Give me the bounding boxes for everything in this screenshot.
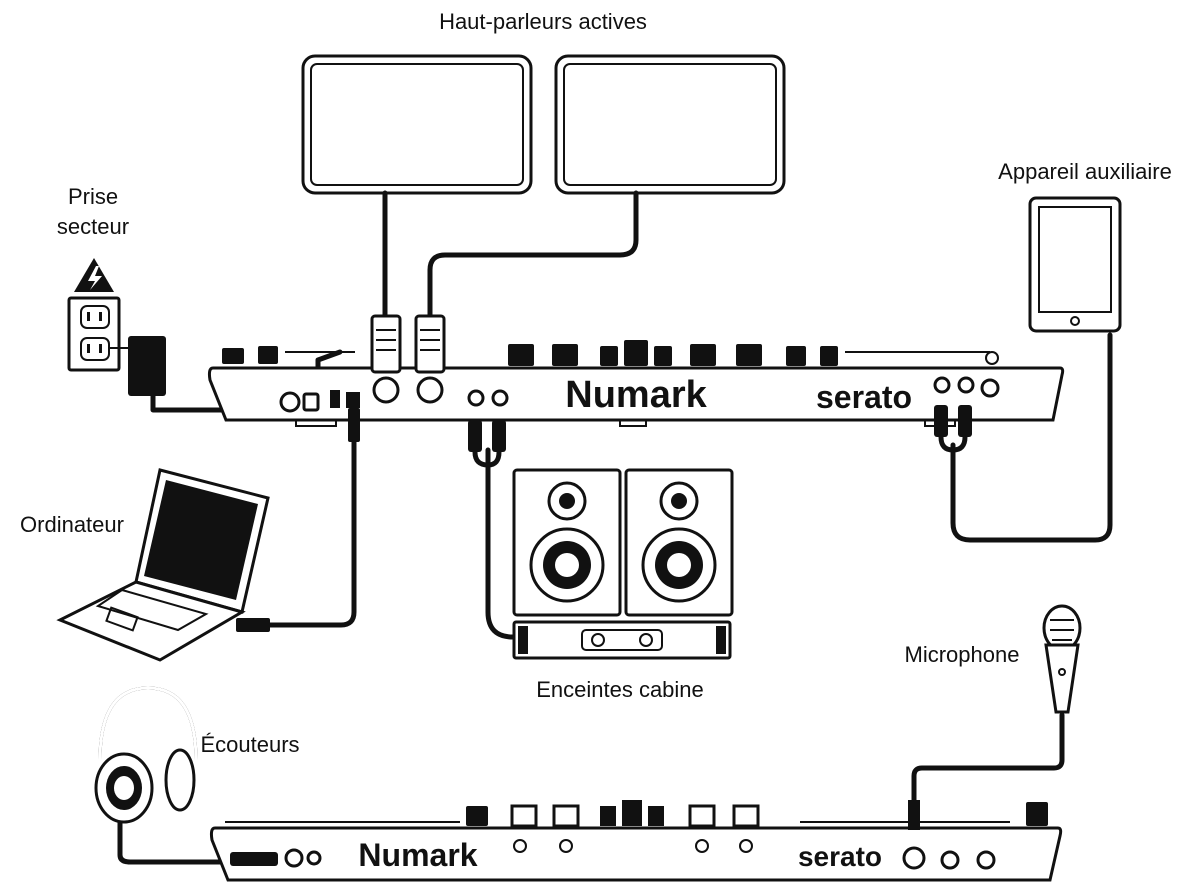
power-adapter-icon — [128, 336, 166, 396]
powered-speaker-right — [554, 54, 786, 195]
headphones-icon — [94, 686, 198, 824]
tablet-icon — [1028, 196, 1122, 333]
label-computer: Ordinateur — [20, 512, 124, 537]
brand-serato-top: serato — [816, 379, 912, 415]
label-power-outlet-1: Prise — [68, 184, 118, 209]
controller-top-controls — [222, 340, 999, 366]
label-microphone: Microphone — [905, 642, 1020, 667]
label-power-outlet-2: secteur — [57, 214, 129, 239]
power-outlet-icon — [67, 296, 128, 372]
power-port — [279, 391, 301, 413]
controller-front: Numark serato — [209, 800, 1063, 882]
rca-plug-aux-icon — [933, 376, 975, 453]
speaker-icon — [512, 468, 734, 617]
rca-plug-icon — [467, 389, 509, 468]
label-booth-monitors: Enceintes cabine — [536, 677, 704, 702]
cable-headphones — [117, 797, 238, 865]
label-headphones: Écouteurs — [200, 732, 299, 757]
label-aux-device: Appareil auxiliaire — [998, 159, 1172, 184]
brand-numark-bottom: Numark — [358, 837, 477, 873]
cable-microphone — [911, 712, 1065, 858]
usb-plug-icon — [346, 392, 360, 442]
powered-speaker-left — [301, 54, 533, 195]
amplifier-icon — [512, 620, 732, 660]
brand-serato-bottom: serato — [798, 841, 882, 872]
xlr-plug-icon — [370, 314, 446, 404]
warning-icon — [74, 258, 114, 292]
cable-speaker-right — [427, 190, 639, 321]
brand-numark-top: Numark — [565, 374, 707, 416]
cable-booth — [485, 447, 518, 640]
cable-usb — [267, 437, 357, 628]
microphone-icon — [1042, 604, 1082, 714]
label-powered-speakers: Haut-parleurs actives — [439, 9, 647, 34]
laptop-icon — [56, 468, 270, 662]
controller-front-top-controls — [225, 800, 1048, 828]
controller-rear: Numark serato — [207, 340, 1065, 442]
cable-aux — [950, 332, 1113, 543]
